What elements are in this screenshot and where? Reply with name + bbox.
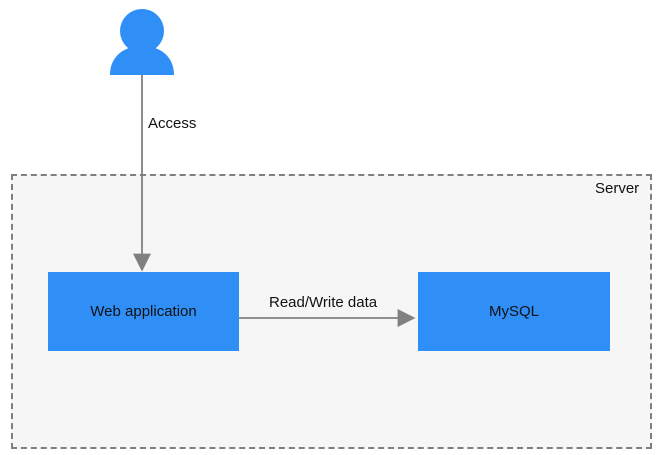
web-application-node: Web application bbox=[48, 272, 239, 351]
server-label: Server bbox=[595, 180, 640, 197]
web-application-label: Web application bbox=[90, 303, 197, 320]
mysql-node: MySQL bbox=[418, 272, 610, 351]
access-label: Access bbox=[148, 115, 197, 132]
read-write-label: Read/Write data bbox=[269, 294, 378, 311]
mysql-label: MySQL bbox=[488, 303, 539, 320]
user-icon bbox=[110, 9, 174, 75]
